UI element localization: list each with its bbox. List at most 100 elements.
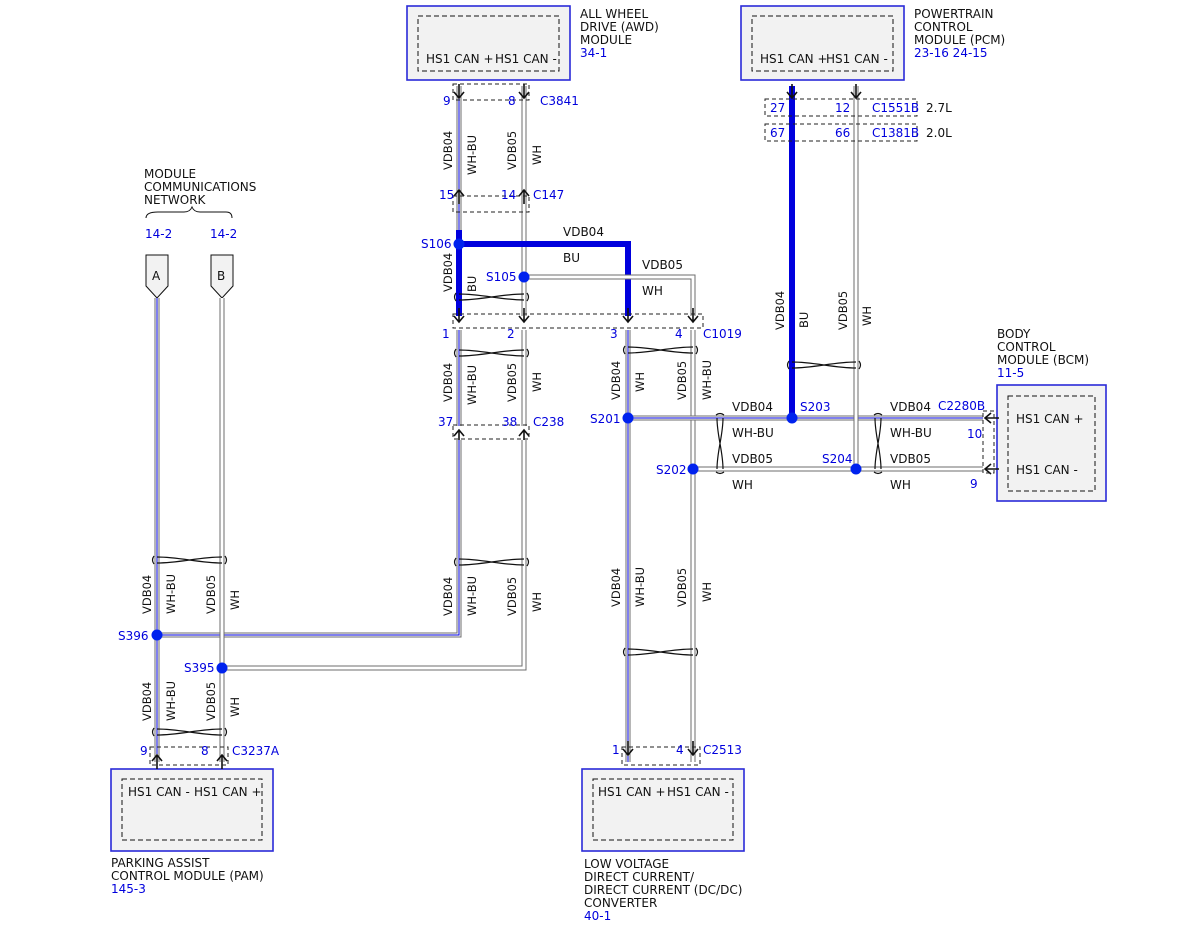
- wire-layer: [151, 84, 999, 769]
- arrow-dcdc-1: [622, 741, 634, 757]
- wire-label-vdb05-s202: VDB05: [732, 452, 773, 466]
- pcm-pin-12: 12: [835, 101, 850, 115]
- c1019-pin-3: 3: [610, 327, 618, 341]
- splice-s203[interactable]: S203: [800, 400, 831, 414]
- network-ref-b[interactable]: 14-2: [210, 227, 237, 241]
- arrow-awd-plus: [453, 84, 465, 100]
- bcm-title-2: CONTROL: [997, 340, 1056, 354]
- arrow-c1019-3: [622, 308, 634, 324]
- splice-s202[interactable]: S202: [656, 463, 687, 477]
- bcm-pin-minus: HS1 CAN -: [1016, 463, 1078, 477]
- wire-c238-s396-edge: [157, 440, 462, 638]
- splice-s395[interactable]: S395: [184, 661, 215, 675]
- wire-label-v11: VDB04: [441, 577, 455, 616]
- twist-s106-r: [526, 292, 530, 302]
- variant-2-0l: 2.0L: [926, 126, 952, 140]
- dcdc-title-1: LOW VOLTAGE: [584, 857, 669, 871]
- bcm-ref-link[interactable]: 11-5: [997, 366, 1024, 380]
- network-title-1: MODULE: [144, 167, 196, 181]
- splice-dot-s203: [786, 412, 798, 424]
- wire-label-v10: WH: [530, 372, 544, 392]
- connector-c1019[interactable]: C1019: [703, 327, 742, 341]
- dcdc-ref-link[interactable]: 40-1: [584, 909, 611, 923]
- connector-c1551b[interactable]: C1551B: [872, 101, 919, 115]
- arrow-c1019-2: [518, 308, 530, 324]
- pcm-ref-link[interactable]: 23-16 24-15: [914, 46, 988, 60]
- connector-c3841-outline: [452, 83, 530, 101]
- connector-c1381b[interactable]: C1381B: [872, 126, 919, 140]
- wire-label-whbu-bcm: WH-BU: [890, 426, 932, 440]
- connector-c2280b[interactable]: C2280B: [938, 399, 985, 413]
- arrow-bcm-2: [983, 463, 999, 475]
- twist-pcm-l: [786, 360, 790, 370]
- pam-module[interactable]: HS1 CAN - HS1 CAN +: [110, 768, 274, 852]
- pcm-title-2: CONTROL: [914, 20, 973, 34]
- connector-c147[interactable]: C147: [533, 188, 564, 202]
- twist-pam-lower-l: [151, 727, 155, 737]
- twist-c1019-c238: [458, 349, 525, 357]
- splice-s201[interactable]: S201: [590, 412, 621, 426]
- connector-c3237a[interactable]: C3237A: [232, 744, 280, 758]
- pam-title-1: PARKING ASSIST: [111, 856, 210, 870]
- awd-module[interactable]: HS1 CAN + HS1 CAN -: [406, 5, 571, 81]
- dcdc-pin-minus: HS1 CAN -: [667, 785, 729, 799]
- wire-label-v13: VDB05: [505, 577, 519, 616]
- wire-label-vdb04-bcm: VDB04: [890, 400, 931, 414]
- pcm-pin-67: 67: [770, 126, 785, 140]
- bcm-module[interactable]: HS1 CAN + HS1 CAN -: [996, 384, 1107, 502]
- arrow-bcm-1: [983, 412, 999, 424]
- wire-label-v7: VDB04: [441, 363, 455, 402]
- connector-c1019-outline: [452, 313, 704, 329]
- variant-2-7l: 2.7L: [926, 101, 952, 115]
- wire-label-v16: WH: [633, 372, 647, 392]
- wire-label-v31: VDB04: [140, 682, 154, 721]
- connector-c2513[interactable]: C2513: [703, 743, 742, 757]
- pcm-title-1: POWERTRAIN: [914, 7, 994, 21]
- splice-s106[interactable]: S106: [421, 237, 452, 251]
- splice-s396[interactable]: S396: [118, 629, 149, 643]
- pcm-pin-minus: HS1 CAN -: [826, 52, 888, 66]
- awd-title-1: ALL WHEEL: [580, 7, 648, 21]
- arrow-awd-minus: [518, 84, 530, 100]
- pam-ref-link[interactable]: 145-3: [111, 882, 146, 896]
- bcm-pin-10: 10: [967, 427, 982, 441]
- connector-c3841[interactable]: C3841: [540, 94, 579, 108]
- arrow-c147-1: [453, 188, 465, 204]
- arrow-c147-2: [518, 188, 530, 204]
- dcdc-title-3: DIRECT CURRENT (DC/DC): [584, 883, 742, 897]
- network-ref-a[interactable]: 14-2: [145, 227, 172, 241]
- splice-s204[interactable]: S204: [822, 452, 853, 466]
- wire-label-v9: VDB05: [505, 363, 519, 402]
- connector-c147-outline: [452, 195, 530, 213]
- wire-s105-right-edge: [524, 274, 696, 316]
- splice-s105[interactable]: S105: [486, 270, 517, 284]
- awd-title-3: MODULE: [580, 33, 632, 47]
- dcdc-module[interactable]: HS1 CAN + HS1 CAN -: [581, 768, 745, 852]
- twist-s201-s202: [716, 417, 724, 470]
- connector-c238[interactable]: C238: [533, 415, 564, 429]
- arrow-pam-1: [151, 753, 163, 769]
- flag-a-icon: [145, 254, 169, 299]
- connector-c3237a-outline: [149, 746, 229, 766]
- pam-pin-8: 8: [201, 744, 209, 758]
- network-title-2: COMMUNICATIONS: [144, 180, 256, 194]
- pam-pin-plus: HS1 CAN +: [194, 785, 262, 799]
- arrow-pam-2: [216, 753, 228, 769]
- connector-c2513-outline: [621, 746, 701, 766]
- awd-pin-plus: HS1 CAN +: [426, 52, 494, 66]
- bcm-pin-plus: HS1 CAN +: [1016, 412, 1084, 426]
- splice-dot-s395: [216, 662, 228, 674]
- twist-pam-upper: [156, 556, 223, 564]
- wire-label-v21: VDB05: [675, 568, 689, 607]
- wire-label-v12: WH-BU: [465, 576, 479, 616]
- wire-label-wh-bcm: WH: [890, 478, 911, 492]
- wire-label-v28: WH-BU: [164, 574, 178, 614]
- dcdc-pin-1: 1: [612, 743, 620, 757]
- pcm-module[interactable]: HS1 CAN + HS1 CAN -: [740, 5, 905, 81]
- wire-label-v32: WH-BU: [164, 681, 178, 721]
- splice-layer: [151, 238, 862, 674]
- splice-dot-s202: [687, 463, 699, 475]
- pcm-pin-66: 66: [835, 126, 850, 140]
- splice-dot-s201: [622, 412, 634, 424]
- awd-ref-link[interactable]: 34-1: [580, 46, 607, 60]
